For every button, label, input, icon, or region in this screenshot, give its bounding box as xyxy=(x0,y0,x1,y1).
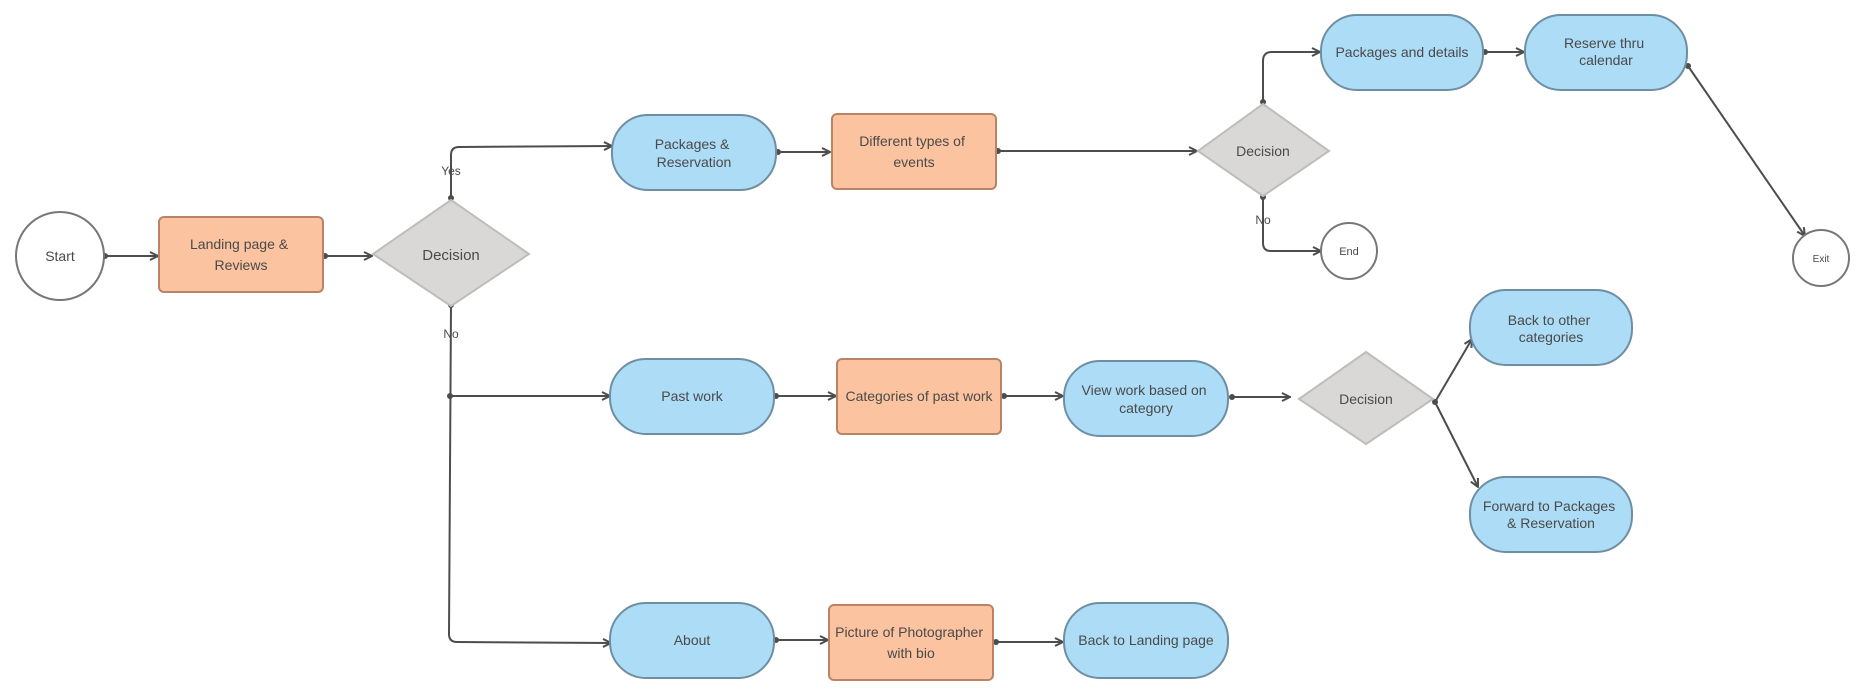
connector-dot xyxy=(1432,399,1438,405)
edges xyxy=(105,52,1805,643)
categories-node[interactable]: Categories of past work xyxy=(836,358,1002,435)
edge-decision-packages xyxy=(450,146,612,198)
back-categories-shape xyxy=(1469,289,1633,366)
edge-decision-forward xyxy=(1434,401,1478,487)
categories-label: Categories of past work xyxy=(845,388,993,404)
exit-shape xyxy=(1792,229,1850,287)
end-node[interactable]: End xyxy=(1320,222,1378,280)
photographer-label: Picture of Photographer with bio xyxy=(835,624,987,661)
reserve-calendar-node[interactable]: Reserve thru calendar xyxy=(1524,14,1688,91)
edge-decision-backcat xyxy=(1434,339,1472,403)
start-node[interactable]: Start xyxy=(15,211,105,301)
back-categories-node[interactable]: Back to other categories xyxy=(1469,289,1633,366)
packages-details-shape xyxy=(1320,14,1484,91)
decision-work-shape xyxy=(1297,350,1435,446)
view-work-node[interactable]: View work based on category xyxy=(1063,360,1229,437)
connector-dot xyxy=(448,195,454,201)
event-types-label: Different types of events xyxy=(859,133,968,170)
event-types-node[interactable]: Different types of events xyxy=(831,113,997,190)
edge-decision-end xyxy=(1262,197,1321,251)
connector-dot xyxy=(1260,99,1266,105)
decision-main-node[interactable]: Decision xyxy=(371,198,531,308)
back-categories-label: Back to other categories xyxy=(1508,312,1594,345)
connector-dot xyxy=(1229,394,1235,400)
packages-details-node[interactable]: Packages and details xyxy=(1320,14,1484,91)
exit-label: Exit xyxy=(1813,254,1830,265)
reserve-calendar-shape xyxy=(1524,14,1688,91)
packages-reservation-label: Packages & Reservation xyxy=(655,136,734,170)
past-work-node[interactable]: Past work xyxy=(609,358,775,435)
landing-page-node[interactable]: Landing page & Reviews xyxy=(158,216,324,293)
back-landing-node[interactable]: Back to Landing page xyxy=(1063,602,1229,679)
packages-reservation-shape xyxy=(611,114,777,191)
end-label: End xyxy=(1339,246,1359,258)
back-landing-shape xyxy=(1063,602,1229,679)
decision-packages-label: Decision xyxy=(1236,143,1290,159)
forward-packages-shape xyxy=(1469,476,1633,553)
forward-packages-node[interactable]: Forward to Packages & Reservation xyxy=(1469,476,1633,553)
decision-packages-shape xyxy=(1196,102,1331,198)
photographer-shape xyxy=(828,604,994,681)
connector-dot xyxy=(1001,393,1007,399)
view-work-label: View work based on category xyxy=(1082,382,1211,416)
past-work-shape xyxy=(609,358,775,435)
landing-page-label: Landing page & Reviews xyxy=(190,236,292,273)
edge-label-no-main: No xyxy=(443,327,459,341)
edge-decision-details xyxy=(1262,52,1320,102)
view-work-shape xyxy=(1063,360,1229,437)
edge-label-yes: Yes xyxy=(441,164,461,178)
edge-reserve-exit xyxy=(1687,65,1805,236)
start-label: Start xyxy=(45,248,75,264)
exit-node[interactable]: Exit xyxy=(1792,229,1850,287)
back-landing-label: Back to Landing page xyxy=(1078,632,1214,648)
decision-main-shape xyxy=(371,198,531,308)
past-work-label: Past work xyxy=(661,388,723,404)
edge-decision-no-trunk xyxy=(447,304,611,643)
decision-main-label: Decision xyxy=(422,247,480,264)
connector-dot xyxy=(447,393,453,399)
start-shape xyxy=(15,211,105,301)
event-types-shape xyxy=(831,113,997,190)
photographer-node[interactable]: Picture of Photographer with bio xyxy=(828,604,994,681)
reserve-calendar-label: Reserve thru calendar xyxy=(1564,35,1648,68)
decision-work-node[interactable]: Decision xyxy=(1297,350,1435,446)
connector-dot xyxy=(993,639,999,645)
forward-packages-label: Forward to Packages & Reservation xyxy=(1483,498,1619,531)
packages-reservation-node[interactable]: Packages & Reservation xyxy=(611,114,777,191)
categories-shape xyxy=(836,358,1002,435)
about-node[interactable]: About xyxy=(609,602,775,679)
decision-work-label: Decision xyxy=(1339,391,1393,407)
about-label: About xyxy=(674,632,711,648)
landing-page-shape xyxy=(158,216,324,293)
edge-label-no-packages: No xyxy=(1255,213,1271,227)
decision-packages-node[interactable]: Decision xyxy=(1196,102,1331,198)
end-shape xyxy=(1320,222,1378,280)
packages-details-label: Packages and details xyxy=(1335,44,1468,60)
about-shape xyxy=(609,602,775,679)
